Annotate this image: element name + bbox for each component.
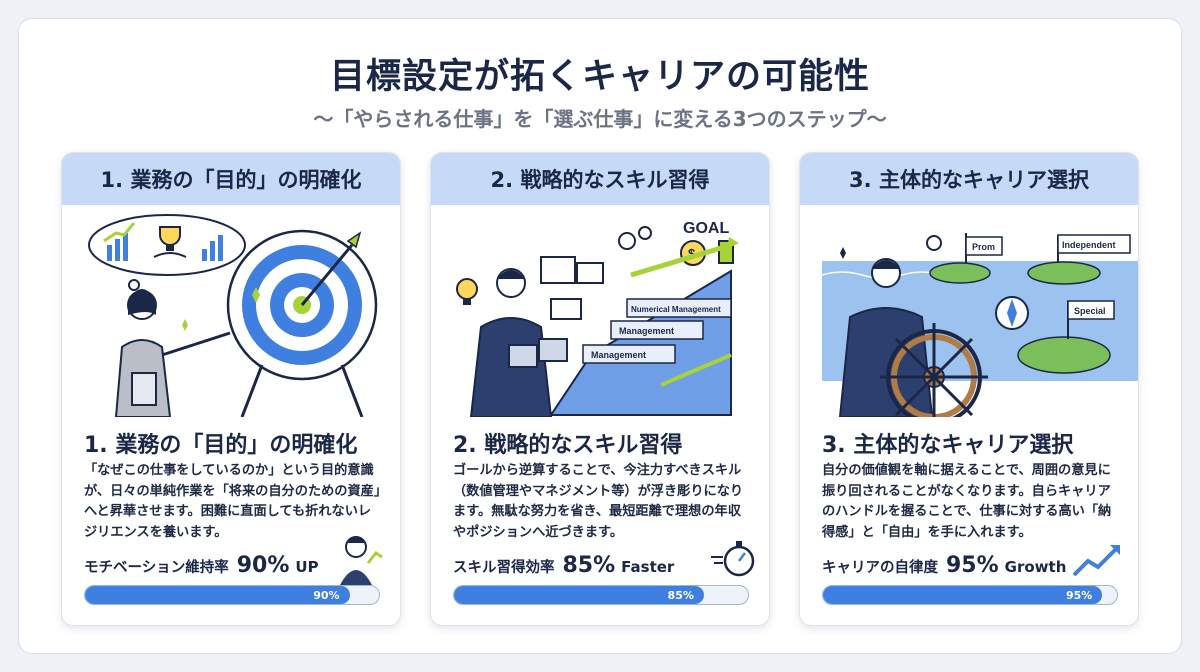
- progress-bar: 95%: [822, 585, 1118, 605]
- step-label: Management: [619, 326, 674, 336]
- purpose-illustration: [62, 205, 400, 417]
- career-illustration: Prom Independent Special: [800, 205, 1138, 417]
- growth-arrow-icon: [1072, 545, 1120, 577]
- svg-text:$: $: [688, 246, 696, 261]
- metric: キャリアの自律度 95% Growth: [822, 553, 1122, 583]
- ship-wheel-icon: [880, 323, 988, 417]
- goal-label: GOAL: [683, 220, 729, 237]
- man-figure: [469, 268, 568, 417]
- metric: スキル習得効率 85% Faster: [453, 553, 753, 583]
- card-body: 自分の価値観を軸に据えることで、周囲の意見に振り回されることがなくなります。自ら…: [822, 463, 1112, 540]
- trophy-icon: [153, 226, 187, 258]
- card-title: 2. 戦略的なスキル習得: [453, 433, 683, 458]
- flag-label: Independent: [1062, 240, 1116, 250]
- card-header: 2. 戦略的なスキル習得: [431, 153, 769, 205]
- page-title: 目標設定が拓くキャリアの可能性: [329, 57, 870, 97]
- card-title: 3. 主体的なキャリア選択: [822, 433, 1074, 458]
- target-illustration: [88, 214, 378, 417]
- gear-icon: [926, 235, 942, 251]
- metric-value: 90%: [236, 553, 290, 578]
- target-icon: [226, 229, 378, 417]
- card-career: 3. 主体的なキャリア選択 Prom Independent Special: [799, 152, 1139, 626]
- progress-text: 95%: [1065, 588, 1093, 602]
- compass-icon: [995, 296, 1029, 330]
- metric-label: キャリアの自律度: [822, 560, 938, 576]
- metric-label: モチベーション維持率: [84, 560, 229, 576]
- card-body: 「なぜこの仕事をしているのか」という目的意識が、日々の単純作業を「将来の自分のた…: [84, 463, 381, 540]
- step-label: Management: [591, 350, 646, 360]
- thought-bubble-icon: [88, 214, 246, 301]
- progress-fill: 90%: [85, 586, 350, 604]
- gear-icon: [618, 232, 636, 250]
- page-subtitle: 〜「やらされる仕事」を「選ぶ仕事」に変える3つのステップ〜: [313, 107, 887, 131]
- progress-bar: 90%: [84, 585, 380, 605]
- metric: モチベーション維持率 90% UP: [84, 553, 384, 583]
- staircase-illustration: GOAL $ Management Management Numerical M…: [456, 220, 739, 417]
- flag-label: Special: [1074, 306, 1106, 316]
- metric-value: 85%: [562, 553, 616, 578]
- card-title: 1. 業務の「目的」の明確化: [84, 433, 358, 458]
- metric-label: スキル習得効率: [453, 560, 555, 576]
- metric-suffix: Growth: [1004, 558, 1067, 576]
- card-header: 3. 主体的なキャリア選択: [800, 153, 1138, 205]
- metric-value: 95%: [946, 553, 999, 578]
- progress-fill: 85%: [454, 586, 704, 604]
- card-skill: 2. 戦略的なスキル習得 GOAL $ Management Managemen…: [430, 152, 770, 626]
- progress-text: 85%: [667, 588, 694, 602]
- skill-illustration: GOAL $ Management Management Numerical M…: [431, 205, 769, 417]
- metric-suffix: Faster: [621, 558, 675, 576]
- step-label: Numerical Management: [631, 305, 721, 314]
- stopwatch-icon: [711, 541, 755, 577]
- lightbulb-icon: [456, 278, 478, 305]
- woman-figure: [114, 289, 231, 417]
- card-body: ゴールから逆算することで、今注力すべきスキル（数値管理やマネジメント等）が浮き彫…: [453, 463, 744, 540]
- progress-fill: 95%: [823, 586, 1103, 604]
- progress-bar: 85%: [453, 585, 749, 605]
- man-figure: [838, 258, 934, 417]
- card-purpose: 1. 業務の「目的」の明確化: [61, 152, 401, 626]
- progress-text: 90%: [313, 588, 340, 602]
- card-header: 1. 業務の「目的」の明確化: [62, 153, 400, 205]
- businessman-icon: [340, 536, 383, 585]
- flag-label: Prom: [972, 242, 995, 252]
- sea-illustration: Prom Independent Special: [821, 233, 1138, 417]
- metric-suffix: UP: [295, 558, 319, 576]
